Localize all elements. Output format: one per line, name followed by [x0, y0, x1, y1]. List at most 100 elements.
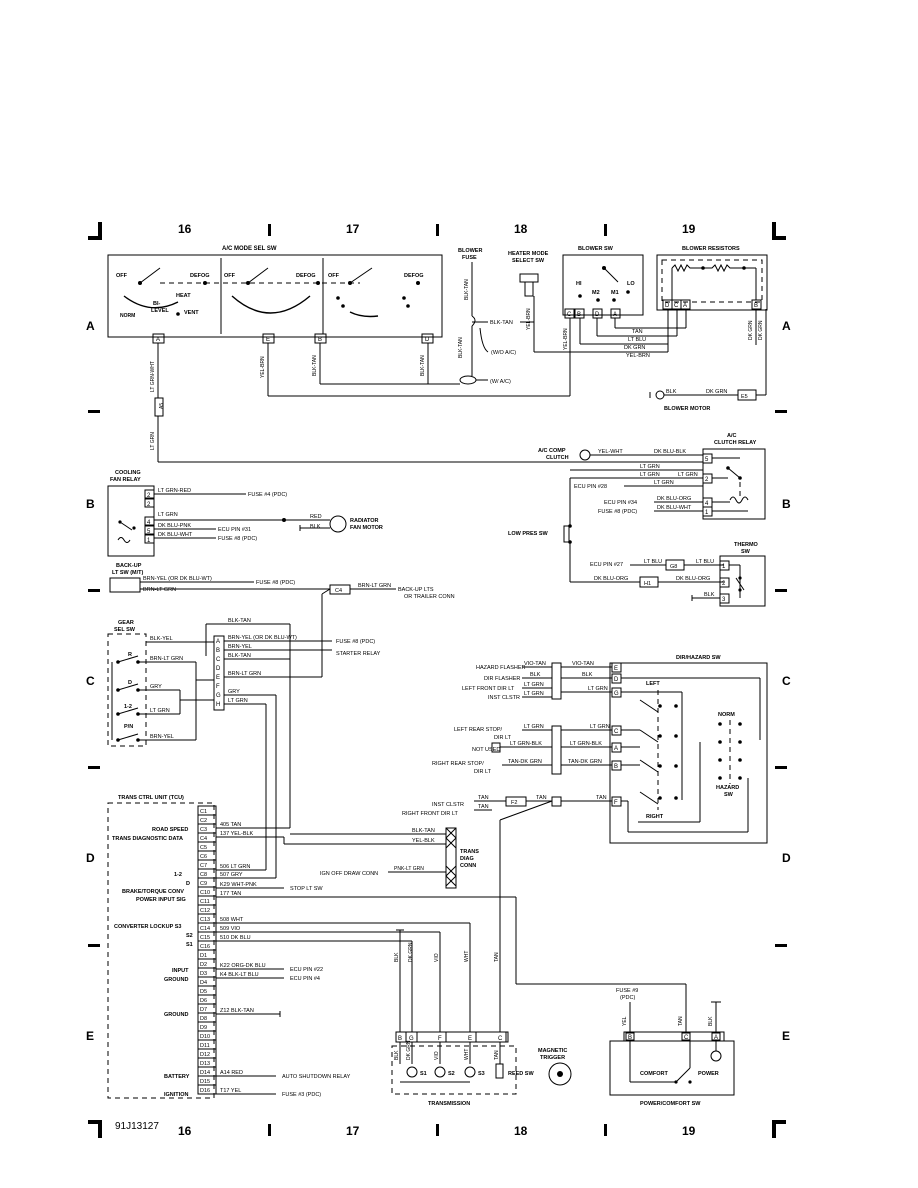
label-ecu27: ECU PIN #27 [590, 562, 623, 568]
corner-marks [88, 222, 786, 1138]
label-brake: BRAKE/TORQUE CONV [122, 889, 184, 895]
gear-pin-g: G [216, 693, 221, 699]
wire-tan-dk-grn2: TAN-DK GRN [568, 759, 602, 765]
ac-pin-e: E [266, 337, 270, 343]
tcu-pin-d5: D5 [200, 989, 207, 995]
tcu-pin-d6: D6 [200, 998, 207, 1004]
wire-lt-grn-fan: LT GRN [158, 512, 178, 518]
label-d: D [186, 881, 190, 887]
tcu-pin-c3: C3 [200, 827, 207, 833]
conn-h1: H1 [644, 581, 651, 587]
row-grid: A A B B C C D D E E [86, 319, 791, 1043]
trans-pin-b: B [398, 1036, 402, 1042]
trans-diag-line2: DIAG [460, 856, 474, 862]
label-w-ac: (W/ A/C) [490, 379, 511, 385]
tcu-pin-d14: D14 [200, 1070, 210, 1076]
blower-sw: BLOWER SW HI LO M2 M1 C B D A TAN LT BLU… [562, 246, 686, 360]
blower-fuse-line2: FUSE [462, 255, 477, 261]
heater-mode-select-sw: HEATER MODE SELECT SW YEL-BRN [508, 251, 668, 353]
wire-blk-tan-gear: BLK-TAN [228, 618, 251, 624]
label-ecu31: ECU PIN #31 [218, 527, 251, 533]
ac-level: LEVEL [151, 308, 169, 314]
label-fuse8: FUSE #8 (PDC) [598, 509, 637, 515]
tcu-pin-d7: D7 [200, 1007, 207, 1013]
dir-left: LEFT [646, 681, 660, 687]
row-b-left: B [86, 497, 95, 511]
conn-f2: F2 [511, 800, 517, 806]
wire-dk-grn-trans: DK GRN [406, 1040, 412, 1060]
wire-dk-grn-motor: DK GRN [706, 389, 727, 395]
wire-red-fan: RED [310, 514, 322, 520]
wire-dk-blu-wht-relay: DK BLU-WHT [657, 505, 692, 511]
wire-tan-inst3: TAN [536, 795, 547, 801]
ac-off2: OFF [224, 273, 236, 279]
dir-hazard-sw: DIR/HAZARD SW HAZARD FLASHER DIR FLASHER… [402, 655, 768, 844]
trans-pin-c: C [498, 1036, 503, 1042]
transmission-title: TRANSMISSION [428, 1101, 470, 1107]
blower-motor: BLK DK GRN E5 BLOWER MOTOR [649, 389, 766, 412]
resistor-pin-c: C [674, 303, 679, 309]
blower-pin-d: D [595, 312, 600, 318]
wire-blk-yel: BLK-YEL [150, 636, 173, 642]
radiator-line2: FAN MOTOR [350, 525, 383, 531]
wire-177: 177 TAN [220, 891, 241, 897]
bottom-col-19: 19 [682, 1124, 696, 1138]
label-hazard-flasher: HAZARD FLASHER [476, 665, 526, 671]
wire-vio-trans-top: VIO [434, 953, 440, 962]
label-dir-lt-left: DIR LT [494, 735, 512, 741]
wire-lt-grn-wht: LT GRN-WHT [150, 361, 156, 392]
wire-lt-grn-blk2: LT GRN-BLK [570, 741, 602, 747]
label-battery: BATTERY [164, 1074, 190, 1080]
relay-pin-5: 5 [705, 457, 709, 463]
label-backup-lts: BACK-UP LTS [398, 587, 434, 593]
wire-lt-blu-thermo1: LT BLU [644, 559, 662, 565]
wire-dk-blu-org-thermo2: DK BLU-ORG [676, 576, 710, 582]
label-stop-lt: STOP LT SW [290, 886, 323, 892]
tcu-pin-d1: D1 [200, 953, 207, 959]
label-ignition: IGNITION [164, 1092, 188, 1098]
gear-pin-h: H [216, 702, 220, 708]
dir-pin-b: B [614, 764, 618, 770]
blower-pin-a: A [613, 312, 617, 318]
wire-gry-gear2: GRY [228, 689, 240, 695]
dir-pin-f: F [614, 800, 618, 806]
gear-pin-c: C [216, 657, 221, 663]
tcu-pin-c4: C4 [200, 836, 207, 842]
conn-g8: G8 [670, 564, 677, 570]
row-c-right: C [782, 674, 791, 688]
wire-506: 506 LT GRN [220, 864, 250, 870]
trans-reed: REED SW [508, 1071, 534, 1077]
label-dir-lt-right: DIR LT [474, 769, 492, 775]
wire-blk-power: BLK [708, 1016, 714, 1026]
wire-wht-trans: WHT [464, 1049, 470, 1060]
wire-brn-lt-grn-gear2: BRN-LT GRN [228, 671, 261, 677]
backup-line2: LT SW (M/T) [112, 570, 144, 576]
ac-pin-a: A [156, 337, 160, 343]
trans-s3: S3 [478, 1071, 485, 1077]
wire-lt-grn-relay1: LT GRN [640, 464, 660, 470]
wire-dk-grn-blower: DK GRN [624, 345, 645, 351]
dir-hazard-1: HAZARD [716, 785, 739, 791]
wire-lt-grn-relay3: LT GRN [678, 472, 698, 478]
low-pres-thermo: LOW PRES SW ECU PIN #27 LT BLU G8 LT BLU… [508, 478, 766, 607]
thermo-line2: SW [741, 549, 751, 555]
gear-sel-sw: GEAR SEL SW R D 1-2 P/N BLK-YEL BRN-LT G… [107, 588, 381, 878]
gear-pin-d: D [216, 666, 221, 672]
tcu-title: TRANS CTRL UNIT (TCU) [118, 795, 184, 801]
label-inst-clstr2: INST CLSTR [432, 802, 464, 808]
wire-t17: T17 YEL [220, 1088, 241, 1094]
label-dir-flasher: DIR FLASHER [484, 676, 520, 682]
wire-dk-blu-wht-fan: DK BLU-WHT [158, 532, 193, 538]
tcu-pin-d8: D8 [200, 1016, 207, 1022]
wire-dk-grn-resistor2: DK GRN [758, 320, 764, 340]
wire-508: 508 WHT [220, 917, 244, 923]
wire-yel-power: YEL [622, 1016, 628, 1026]
tcu-pin-c10: C10 [200, 890, 210, 896]
tcu-pin-d3: D3 [200, 971, 207, 977]
wire-vio-tan-2: VIO-TAN [572, 661, 594, 667]
wire-lt-blu-blower: LT BLU [628, 337, 646, 343]
row-a-right: A [782, 319, 791, 333]
bottom-col-16: 16 [178, 1124, 192, 1138]
row-d-right: D [782, 851, 791, 865]
